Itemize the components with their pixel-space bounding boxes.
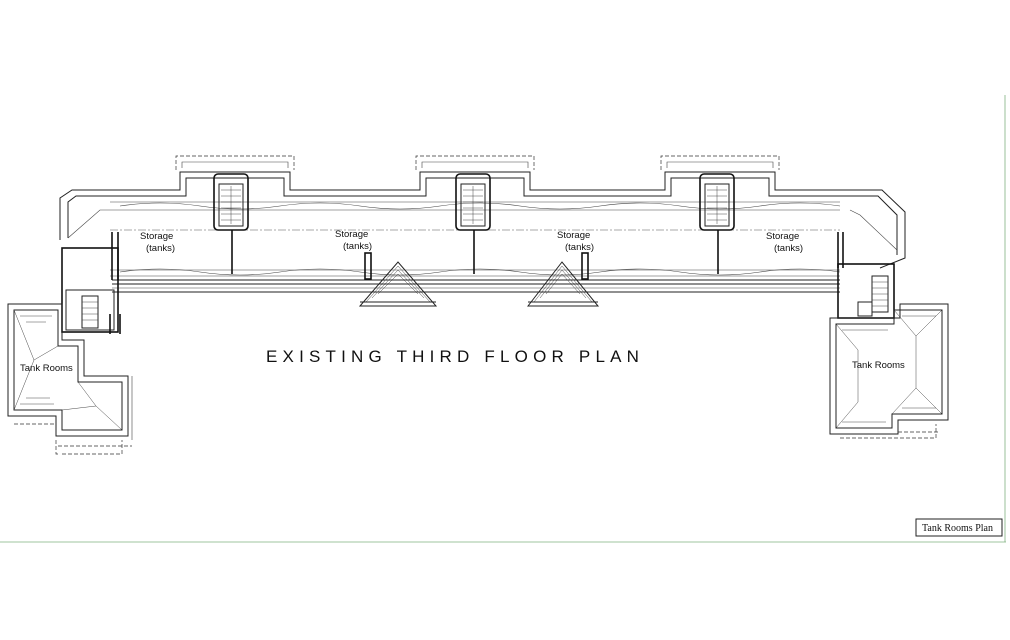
storage-label-2-line2: (tanks) (343, 241, 372, 252)
storage-label-2-line1: Storage (335, 229, 368, 240)
plan-title-box (915, 518, 1003, 537)
tank-rooms-label-left: Tank Rooms (20, 363, 73, 374)
storage-label-3-line1: Storage (557, 230, 590, 241)
dormer-right (699, 173, 735, 274)
tank-rooms-label-right: Tank Rooms (852, 360, 905, 371)
plan-title: Tank Rooms Plan (922, 523, 993, 534)
dormer-middle (455, 173, 491, 274)
tank-room-left (7, 247, 133, 455)
pediment-left (358, 261, 438, 307)
post-2 (581, 252, 589, 280)
storage-label-3-line2: (tanks) (565, 242, 594, 253)
dormer-left (213, 173, 249, 274)
main-roof-outline (59, 155, 906, 293)
drawing-title: EXISTING THIRD FLOOR PLAN (266, 347, 644, 366)
storage-label-4-line2: (tanks) (774, 243, 803, 254)
post-1 (364, 252, 372, 280)
tank-room-right (829, 263, 949, 439)
storage-label-1-line2: (tanks) (146, 243, 175, 254)
storage-label-4-line1: Storage (766, 231, 799, 242)
storage-label-1-line1: Storage (140, 231, 173, 242)
pediment-right (526, 261, 600, 307)
